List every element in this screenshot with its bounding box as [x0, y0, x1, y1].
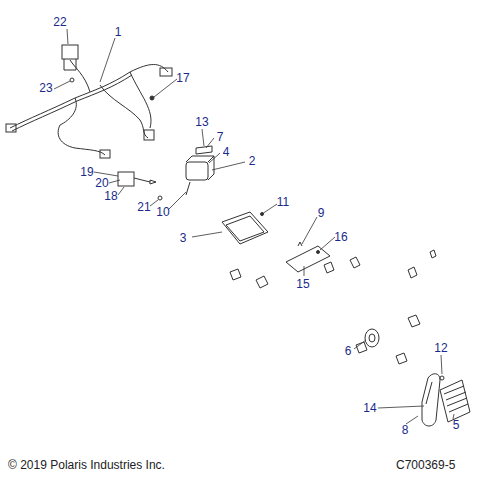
- callout-number: 4: [223, 146, 230, 158]
- callout-number: 22: [53, 16, 66, 28]
- callout-number: 20: [95, 177, 108, 189]
- callout-number: 21: [137, 201, 150, 213]
- callout-number: 19: [80, 166, 93, 178]
- callout-number: 9: [318, 207, 325, 219]
- callout-number: 3: [180, 232, 187, 244]
- callout-number: 15: [296, 278, 309, 290]
- callout-number: 14: [363, 402, 376, 414]
- callout-number: 7: [217, 131, 224, 143]
- callout-number: 8: [402, 424, 409, 436]
- callout-number: 18: [104, 190, 117, 202]
- footer-text: C700369-5: [396, 459, 455, 471]
- callout-number: 16: [334, 231, 347, 243]
- callout-number: 1: [115, 26, 122, 38]
- callout-number: 17: [176, 72, 189, 84]
- footer-text: © 2019 Polaris Industries Inc.: [8, 459, 165, 471]
- callout-number: 23: [39, 82, 52, 94]
- callout-number: 2: [249, 155, 256, 167]
- callout-number: 11: [277, 196, 289, 208]
- callout-number: 13: [195, 116, 208, 128]
- callout-number: 6: [345, 345, 352, 357]
- callout-number: 12: [434, 342, 447, 354]
- callout-number: 10: [156, 206, 169, 218]
- callout-number: 5: [453, 419, 460, 431]
